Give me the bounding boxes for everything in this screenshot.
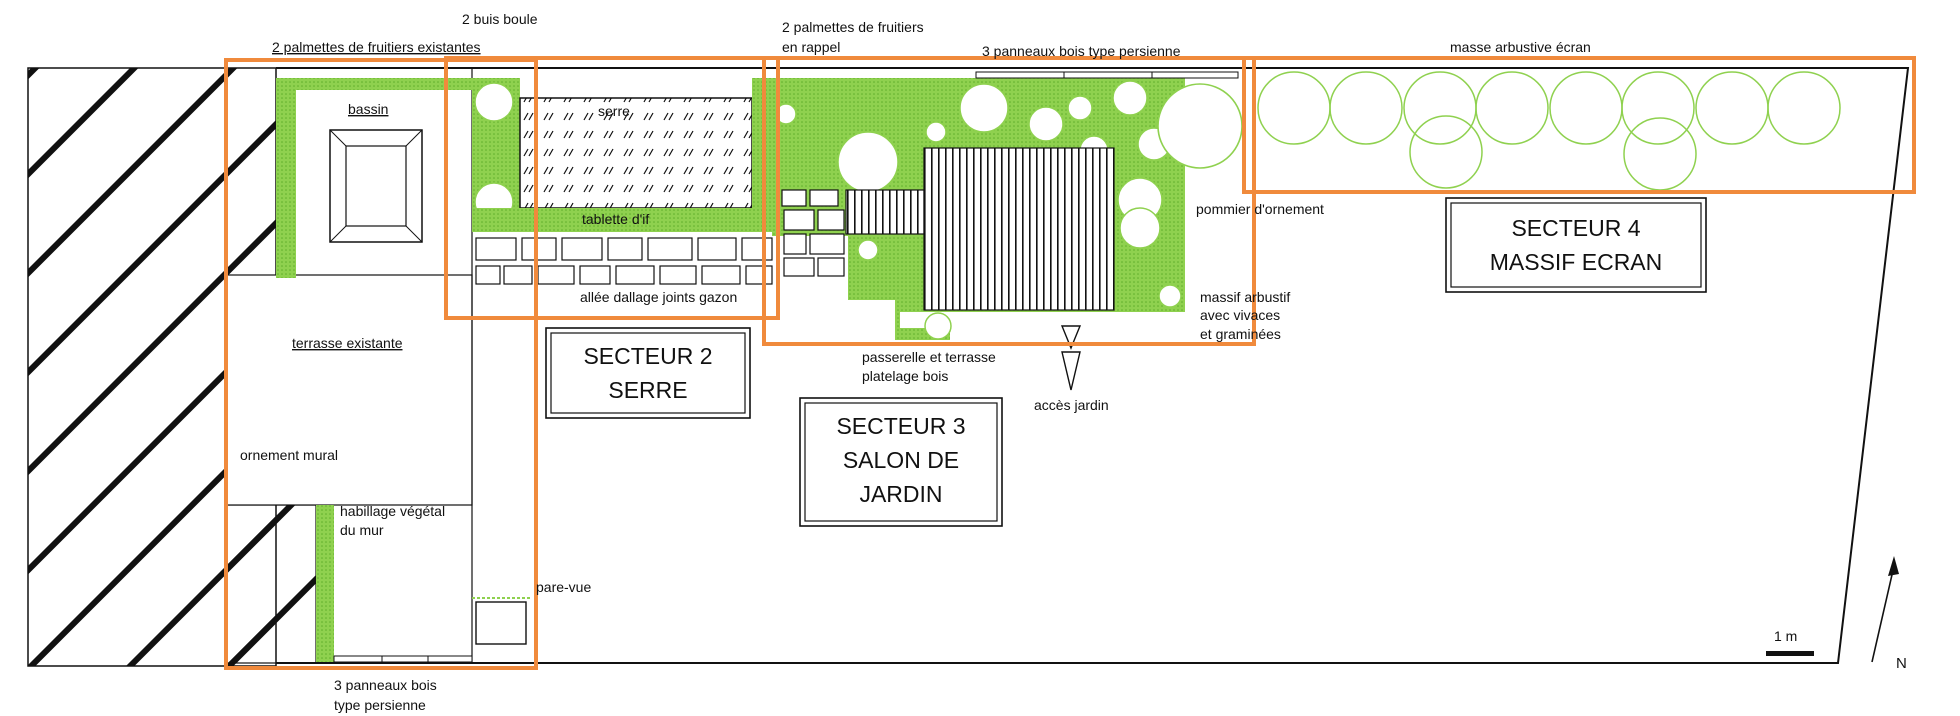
sector-3-line1: SECTEUR 3 [836, 413, 965, 439]
label-bassin: bassin [348, 101, 388, 117]
bassin [329, 129, 423, 243]
north-arrow-icon: N [1871, 556, 1907, 672]
tablette-if [472, 208, 772, 232]
terrasse-existante [225, 274, 473, 506]
label-panneaux-haut: 3 panneaux bois type persienne [982, 43, 1181, 59]
sector-outline-4 [1242, 56, 1916, 194]
passerelle [845, 189, 925, 235]
sector-3-line2: SALON DE [843, 447, 959, 473]
label-passerelle-1: passerelle et terrasse [862, 349, 996, 365]
sector-2-box: SECTEUR 2 SERRE [545, 327, 751, 419]
label-terrasse: terrasse existante [292, 335, 403, 351]
label-ornement: ornement mural [240, 447, 338, 463]
sector-2-line2: SERRE [608, 377, 687, 403]
pare-vue-planter [475, 601, 527, 645]
panneaux-persienne-haut [975, 71, 1239, 79]
label-allee: allée dallage joints gazon [580, 289, 737, 305]
label-massif-1: massif arbustif [1200, 289, 1290, 305]
label-palmettes-existantes: 2 palmettes de fruitiers existantes [272, 39, 481, 55]
hatched-zone-bottom [225, 504, 317, 664]
label-panneaux-bas-2: type persienne [334, 697, 426, 713]
sector-4-box: SECTEUR 4 MASSIF ECRAN [1445, 197, 1707, 293]
label-panneaux-bas-1: 3 panneaux bois [334, 677, 437, 693]
label-masse-arbustive: masse arbustive écran [1450, 39, 1591, 55]
garden-boundary [276, 67, 1910, 664]
habillage-vegetal [316, 505, 334, 662]
label-pommier: pommier d'ornement [1196, 201, 1324, 217]
green-border-left [276, 78, 472, 278]
label-passerelle-2: platelage bois [862, 368, 948, 384]
label-palmettes-rappel-1: 2 palmettes de fruitiers [782, 19, 924, 35]
terrasse-platelage [923, 147, 1115, 311]
label-serre: serre [598, 103, 630, 119]
allee-dallage [475, 237, 773, 285]
buis-boule-1 [474, 82, 514, 122]
label-palmettes-rappel-2: en rappel [782, 39, 840, 55]
sector-4-line1: SECTEUR 4 [1511, 215, 1640, 241]
label-massif-3: et graminées [1200, 326, 1281, 342]
sector-outline-2 [444, 56, 780, 320]
sector-outline-1 [224, 58, 538, 670]
pommier-ornement [1157, 83, 1243, 169]
panneaux-persienne-bas [333, 655, 473, 663]
scale-label: 1 m [1774, 628, 1797, 644]
dallage-salon [781, 189, 845, 277]
label-pare-vue: pare-vue [536, 579, 591, 595]
sector-outline-3 [762, 56, 1256, 346]
sector-4-line2: MASSIF ECRAN [1490, 249, 1663, 275]
sector-3-box: SECTEUR 3 SALON DE JARDIN [799, 397, 1003, 527]
sector-3-line3: JARDIN [859, 481, 942, 507]
label-habillage-2: du mur [340, 522, 384, 538]
label-tablette: tablette d'if [582, 211, 649, 227]
serre [519, 97, 753, 209]
label-acces: accès jardin [1034, 397, 1109, 413]
sector-2-line1: SECTEUR 2 [583, 343, 712, 369]
label-habillage-1: habillage végétal [340, 503, 445, 519]
north-label: N [1896, 655, 1907, 672]
acces-jardin-arrow [1060, 325, 1082, 391]
label-buis: 2 buis boule [462, 11, 538, 27]
label-massif-2: avec vivaces [1200, 307, 1280, 323]
masse-arbustive-ecran [1257, 71, 1841, 191]
scale-bar: 1 m [1766, 628, 1814, 656]
